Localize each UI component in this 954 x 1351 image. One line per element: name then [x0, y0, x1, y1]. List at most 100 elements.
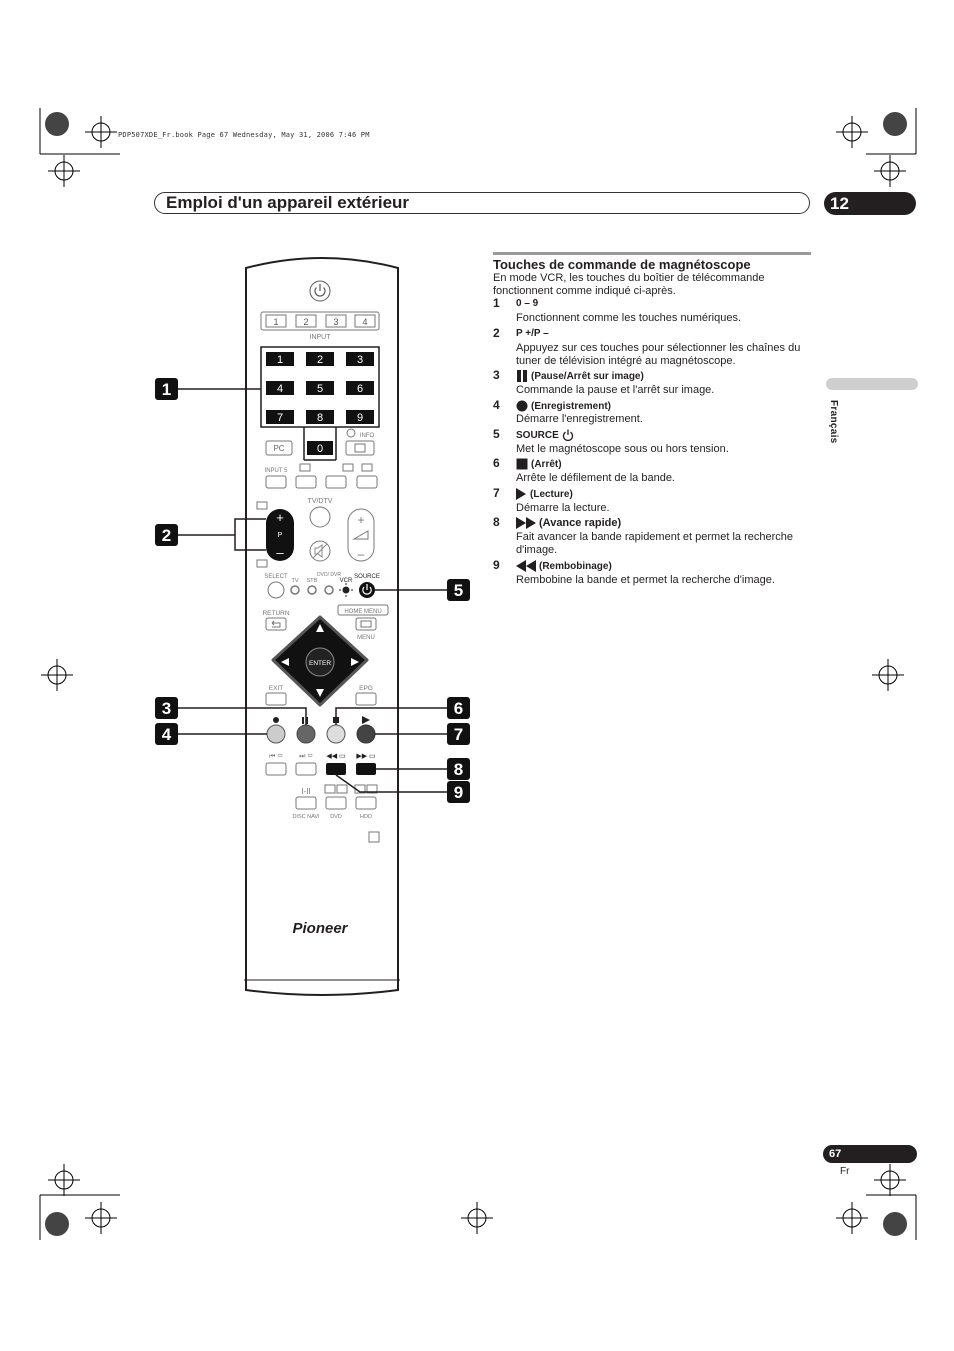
stb-label: STB [307, 578, 318, 584]
return-label: RETURN [262, 610, 289, 617]
digit-label: 3 [357, 354, 363, 366]
source-button[interactable] [359, 582, 375, 598]
item-desc: Fonctionnent comme les touches numérique… [516, 312, 742, 324]
digit-label: 2 [317, 354, 323, 366]
input-button[interactable]: 1 [265, 314, 287, 328]
mute-button[interactable] [309, 540, 331, 562]
callout-badge: 9 [447, 781, 470, 803]
item-title: 0 – 9 [516, 298, 538, 309]
dvd-dvr-indicator [324, 585, 334, 595]
pause-button[interactable] [296, 724, 316, 744]
callout-label: 2 [162, 526, 171, 545]
callout-label: 8 [454, 760, 463, 779]
epg-label: EPG [359, 685, 373, 692]
digit-label: 4 [277, 383, 283, 395]
screen-size-button[interactable] [356, 463, 378, 489]
freeze-button[interactable] [325, 463, 354, 489]
svg-text:P: P [278, 532, 283, 539]
digit-button[interactable]: 9 [346, 410, 374, 424]
fast-forward-button[interactable] [356, 763, 376, 775]
header-bar [154, 192, 810, 214]
split-button[interactable] [295, 463, 317, 489]
digit-label: 6 [357, 383, 363, 395]
pc-button[interactable]: PC [265, 440, 293, 456]
tv-indicator [290, 585, 300, 595]
digit-button[interactable]: 2 [306, 352, 334, 366]
rewind-button[interactable] [326, 763, 346, 775]
skip-forward-button[interactable] [295, 762, 317, 776]
skip-back-button[interactable] [265, 762, 287, 776]
disc-navi-label: DISC NAVI [292, 814, 320, 820]
info-button[interactable] [345, 440, 375, 456]
digit-button[interactable]: 7 [266, 410, 294, 424]
pause-icon [302, 717, 304, 724]
item-title: (Avance rapide) [516, 517, 621, 529]
item-title-text: P +/P – [516, 328, 549, 339]
return-button[interactable] [265, 617, 287, 631]
channel-rocker[interactable]: + P – [266, 509, 294, 561]
callout-label: 4 [162, 725, 172, 744]
digit-label: 8 [317, 412, 323, 424]
item-number: 1 [493, 296, 500, 310]
item-title: SOURCE [516, 429, 574, 441]
exit-button[interactable] [265, 692, 287, 706]
item-number: 7 [493, 486, 500, 500]
item-title-text: 0 – 9 [516, 298, 539, 309]
hdd-button[interactable] [355, 796, 377, 810]
item-desc: Rembobine la bande et permet la recherch… [516, 574, 775, 586]
source-label: SOURCE [354, 574, 380, 580]
digit-button[interactable]: 1 [266, 352, 294, 366]
callout-badge: 7 [447, 723, 470, 745]
dvd-button[interactable] [325, 796, 347, 810]
digit-button[interactable]: 8 [306, 410, 334, 424]
home-menu-button[interactable] [355, 617, 377, 631]
item-desc: Arrête le défilement de la bande. [516, 472, 675, 484]
digit-button[interactable]: 6 [346, 381, 374, 395]
play-icon [362, 716, 370, 724]
disc-navi-button[interactable] [295, 796, 317, 810]
tv-label: TV [291, 578, 298, 584]
digit-button-zero[interactable]: 0 [307, 441, 333, 455]
play-button[interactable] [356, 724, 376, 744]
page-title: Emploi d'un appareil extérieur [166, 193, 410, 212]
select-button[interactable] [267, 581, 285, 599]
digit-label: 7 [277, 412, 283, 424]
callout-label: 3 [162, 699, 171, 718]
input-button[interactable]: 2 [295, 314, 317, 328]
item-title: P +/P – [516, 328, 549, 339]
input5-button[interactable] [265, 475, 287, 489]
enter-button[interactable]: ENTER [305, 647, 335, 677]
section-rule [493, 252, 811, 255]
volume-rocker[interactable]: + – [347, 508, 375, 562]
dvd-dvr-label: DVD/ DVR [317, 572, 341, 578]
epg-button[interactable] [355, 692, 377, 706]
digit-button[interactable]: 5 [306, 381, 334, 395]
vcr-indicator [339, 583, 353, 597]
callout-label: 9 [454, 783, 463, 802]
section-intro: En mode VCR, les touches du boîtier de t… [493, 272, 765, 297]
side-tab-language: Français [828, 400, 839, 444]
callout-label: 5 [454, 581, 463, 600]
rewind-icon [516, 560, 536, 572]
svg-text:⏮ ▭: ⏮ ▭ [269, 753, 283, 760]
item-number: 9 [493, 558, 500, 572]
input-button[interactable]: 3 [325, 314, 347, 328]
power-button[interactable] [309, 280, 331, 302]
digit-button[interactable]: 3 [346, 352, 374, 366]
callout-badge: 3 [155, 697, 178, 719]
tvdtv-button[interactable] [309, 506, 331, 528]
input-button[interactable]: 4 [354, 314, 376, 328]
digit-label: 0 [317, 443, 323, 455]
pc-label: PC [273, 444, 284, 453]
record-button[interactable] [266, 724, 286, 744]
digit-button[interactable]: 4 [266, 381, 294, 395]
print-line: PDP507XDE_Fr.book Page 67 Wednesday, May… [118, 131, 370, 139]
input5-label: INPUT 5 [265, 468, 289, 474]
stop-button[interactable] [326, 724, 346, 744]
callout-badge: 2 [155, 524, 178, 546]
item-number: 5 [493, 427, 500, 441]
callout-label: 6 [454, 699, 463, 718]
item-number: 3 [493, 368, 500, 382]
